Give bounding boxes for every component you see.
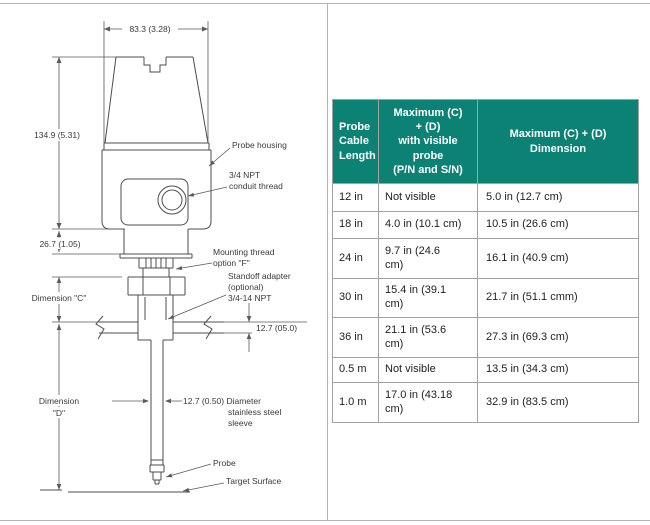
cell-visible: Not visible: [378, 357, 478, 383]
cell-max: 32.9 in (83.5 cm): [477, 382, 639, 423]
cell-max: 27.3 in (69.3 cm): [477, 317, 639, 358]
cell-length: 24 in: [332, 238, 379, 279]
cell-max: 5.0 in (12.7 cm): [477, 183, 639, 212]
cell-length: 12 in: [332, 183, 379, 212]
table-row: 12 in Not visible 5.0 in (12.7 cm): [332, 183, 639, 212]
cell-visible: Not visible: [378, 183, 478, 212]
dim-housing-width: 83.3 (3.28): [129, 24, 170, 34]
label-probe-housing: Probe housing: [232, 140, 287, 150]
cell-length: 36 in: [332, 317, 379, 358]
header-max-visible-probe: Maximum (C) + (D) with visible probe (P/…: [378, 99, 478, 184]
cell-visible: 21.1 in (53.6 cm): [378, 317, 478, 358]
cell-length: 18 in: [332, 211, 379, 239]
dim-sleeve-diameter-line2: stainless steel: [228, 407, 281, 417]
cell-length: 0.5 m: [332, 357, 379, 383]
cell-length: 1.0 m: [332, 382, 379, 423]
bottom-rule: [0, 520, 650, 521]
dim-plate-thickness: 12.7 (05.0): [256, 323, 297, 333]
probe-cable-length-table: Probe Cable Length Maximum (C) + (D) wit…: [332, 99, 639, 423]
cell-max: 21.7 in (51.1 cmm): [477, 278, 639, 318]
conduit-box: [120, 178, 189, 226]
cell-max: 16.1 in (40.9 cm): [477, 238, 639, 279]
label-conduit-line1: 3/4 NPT: [229, 170, 260, 180]
label-conduit-line2: conduit thread: [229, 181, 283, 191]
cell-max: 13.5 in (34.3 cm): [477, 357, 639, 383]
top-rule: [0, 3, 650, 4]
dim-sleeve-diameter-line3: sleeve: [228, 418, 253, 428]
cell-visible: 17.0 in (43.18 cm): [378, 382, 478, 423]
table-header-row: Probe Cable Length Maximum (C) + (D) wit…: [332, 99, 639, 184]
cell-visible: 4.0 in (10.1 cm): [378, 211, 478, 239]
dim-housing-height: 134.9 (5.31): [34, 130, 80, 140]
label-mounting-line2: option "F": [213, 258, 250, 268]
conduit-opening-outer: [157, 185, 187, 215]
conduit-opening-inner: [161, 189, 183, 211]
table-row: 0.5 m Not visible 13.5 in (34.3 cm): [332, 357, 639, 383]
label-probe: Probe: [213, 458, 236, 468]
dim-d-label-line1: Dimension: [39, 396, 79, 406]
table-row: 18 in 4.0 in (10.1 cm) 10.5 in (26.6 cm): [332, 211, 639, 239]
table-row: 1.0 m 17.0 in (43.18 cm) 32.9 in (83.5 c…: [332, 382, 639, 423]
label-standoff-line3: 3/4-14 NPT: [228, 293, 271, 303]
dim-d-label-line2: "D": [53, 408, 65, 418]
cell-max: 10.5 in (26.6 cm): [477, 211, 639, 239]
column-divider: [327, 3, 328, 521]
label-mounting-line1: Mounting thread: [213, 247, 275, 257]
cell-visible: 15.4 in (39.1 cm): [378, 278, 478, 318]
header-max-dimension: Maximum (C) + (D) Dimension: [477, 99, 639, 184]
dim-c-label: Dimension "C": [32, 293, 87, 303]
cell-length: 30 in: [332, 278, 379, 318]
header-probe-cable-length: Probe Cable Length: [332, 99, 379, 184]
probe-dimension-diagram: 83.3 (3.28) 134.9 (5.31) 26.7 (1.05) Dim…: [31, 21, 307, 493]
dim-thread-length: 26.7 (1.05): [39, 239, 80, 249]
table-row: 30 in 15.4 in (39.1 cm) 21.7 in (51.1 cm…: [332, 278, 639, 318]
cell-visible: 9.7 in (24.6 cm): [378, 238, 478, 279]
table-row: 36 in 21.1 in (53.6 cm) 27.3 in (69.3 cm…: [332, 317, 639, 358]
table-row: 24 in 9.7 in (24.6 cm) 16.1 in (40.9 cm): [332, 238, 639, 279]
probe-outline: [40, 56, 224, 493]
label-standoff-line1: Standoff adapter: [228, 271, 291, 281]
label-target-surface: Target Surface: [226, 476, 282, 486]
label-standoff-line2: (optional): [228, 282, 264, 292]
dim-sleeve-diameter-line1: 12.7 (0.50) Diameter: [183, 396, 261, 406]
